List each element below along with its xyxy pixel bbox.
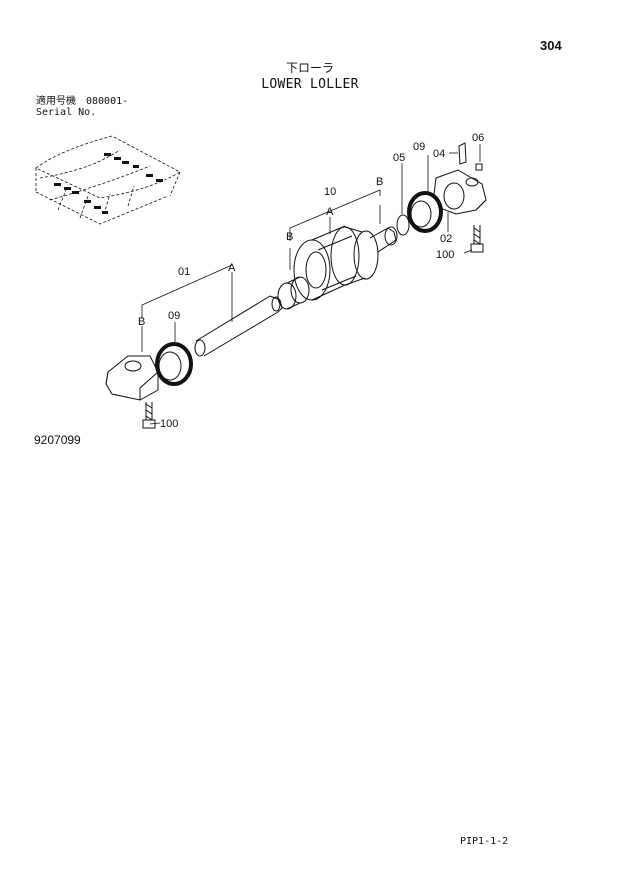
lock-pin xyxy=(458,142,467,165)
serial-label-japanese: 適用号機 xyxy=(36,96,76,107)
serial-value: 080001- xyxy=(86,96,129,107)
roller-bushing-left xyxy=(277,276,310,310)
roller-shaft xyxy=(194,295,283,357)
marker-a-left: A xyxy=(228,262,236,274)
callout-09-left: 09 xyxy=(168,310,180,322)
roller-bushing-right xyxy=(369,226,398,253)
left-floating-seal xyxy=(155,342,193,386)
callout-02: 02 xyxy=(440,233,452,245)
callout-06: 06 xyxy=(472,132,484,144)
page-code: PIP1-1-2 xyxy=(460,836,509,847)
left-bolt xyxy=(142,402,156,429)
right-bolt xyxy=(470,225,484,253)
callout-09-right: 09 xyxy=(413,141,425,153)
marker-a-right: A xyxy=(326,206,334,218)
o-ring xyxy=(396,214,410,236)
right-end-collar xyxy=(433,169,487,215)
drawing-number: 9207099 xyxy=(34,433,81,447)
serial-label: Serial No. xyxy=(36,107,97,118)
left-end-collar xyxy=(105,355,159,401)
page-number: 304 xyxy=(540,38,562,53)
page-title-japanese: 下ローラ xyxy=(285,61,334,75)
marker-b-left: B xyxy=(138,316,145,328)
callout-100-right: 100 xyxy=(436,249,454,261)
plug xyxy=(475,163,483,171)
callout-01: 01 xyxy=(178,266,190,278)
marker-b-right-1: B xyxy=(286,231,293,243)
right-floating-seal xyxy=(407,191,443,233)
callout-100-left: 100 xyxy=(160,418,178,430)
leader-lines xyxy=(141,144,481,425)
marker-b-right-2: B xyxy=(376,176,383,188)
callout-05: 05 xyxy=(393,152,405,164)
callout-10: 10 xyxy=(324,186,336,198)
page-title: LOWER LOLLER xyxy=(261,77,359,92)
roller-body xyxy=(293,225,379,301)
locator-roller-marks xyxy=(54,153,163,214)
callout-04: 04 xyxy=(433,148,445,160)
serial-block: 適用号機 080001- Serial No. xyxy=(36,96,128,118)
machine-locator-thumbnail xyxy=(35,135,181,225)
